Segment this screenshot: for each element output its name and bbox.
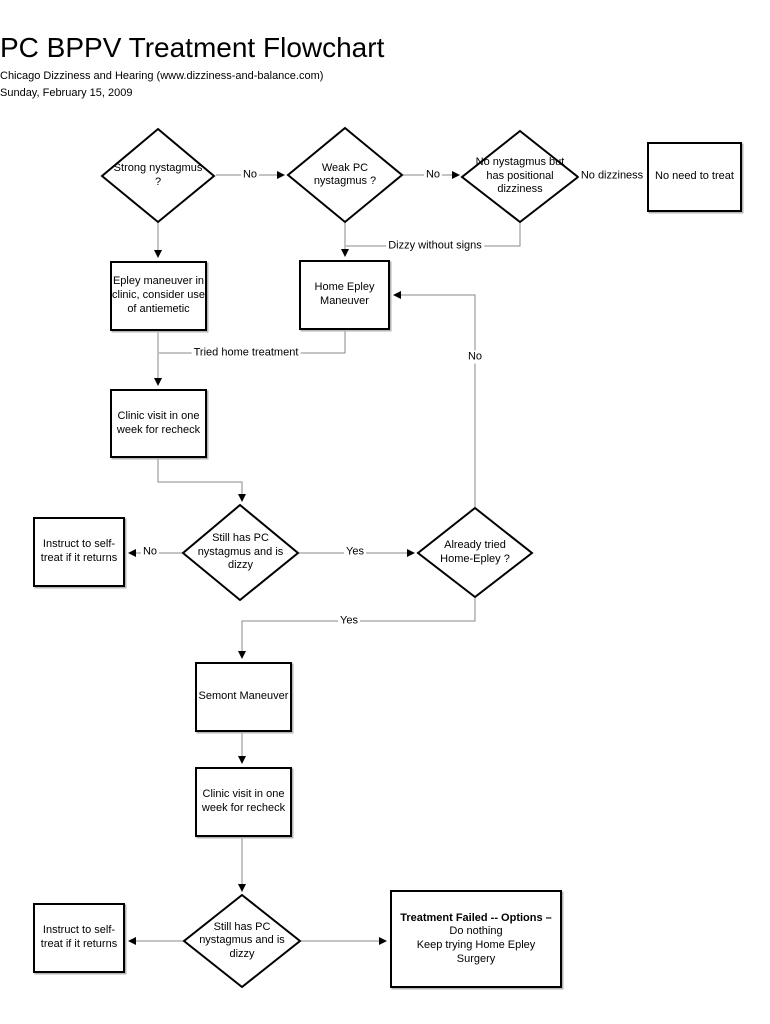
node-line: clinic, consider use [112, 289, 205, 302]
node-line: Instruct to self- [42, 538, 116, 551]
page-subtitle: Chicago Dizziness and Hearing (www.dizzi… [0, 70, 324, 82]
node-line: Semont Maneuver [198, 690, 289, 703]
node-line: week for recheck [201, 802, 286, 814]
node-instruct-self-treat-1: Instruct to self- treat if it returns [33, 517, 125, 587]
edge-label-no-2: No [423, 168, 443, 182]
node-line: Do nothing [449, 925, 503, 938]
edge-label-no-3: No [140, 545, 160, 559]
connector-alreadytried-no-to-homeepley [393, 291, 476, 507]
node-no-need-to-treat: No need to treat [647, 142, 742, 212]
node-instruct-self-treat-2: Instruct to self- treat if it returns [33, 903, 125, 973]
page-date: Sunday, February 15, 2009 [0, 87, 133, 99]
decision-still-nystagmus-1 [181, 503, 300, 602]
decision-already-tried-home-epley [416, 506, 534, 599]
diamond-group [100, 126, 580, 989]
decision-no-nystagmus-positional [460, 129, 580, 224]
node-line: Surgery [456, 952, 496, 965]
node-line: treat if it returns [40, 552, 118, 564]
node-clinic-recheck-2: Clinic visit in one week for recheck [195, 767, 292, 837]
node-line: week for recheck [116, 423, 201, 436]
edge-label-no-dizziness: No dizziness [578, 169, 646, 183]
decision-strong-nystagmus [100, 127, 216, 224]
decision-weak-pc-nystagmus [286, 126, 404, 224]
node-line: Keep trying Home Epley [416, 939, 536, 951]
node-line: No need to treat [655, 170, 734, 183]
connector-group [128, 171, 644, 945]
node-line: Clinic visit in one [117, 409, 200, 422]
edge-label-tried-home-treatment: Tried home treatment [191, 346, 301, 360]
node-line: Home Epley [314, 281, 375, 294]
node-line: of antiemetic [127, 302, 190, 315]
page-title: PC BPPV Treatment Flowchart [0, 32, 385, 63]
edge-label-no-4: No [465, 350, 485, 364]
node-line: Instruct to self- [42, 924, 116, 937]
edge-label-yes-2: Yes [338, 614, 360, 628]
edge-label-dizzy-without-signs: Dizzy without signs [386, 239, 484, 253]
node-treatment-failed: Treatment Failed -- Options – Do nothing… [390, 890, 562, 988]
node-epley-clinic: Epley maneuver in clinic, consider use o… [110, 261, 207, 331]
node-home-epley: Home Epley Maneuver [299, 260, 390, 330]
node-line: treat if it returns [40, 938, 118, 950]
edge-label-no-1: No [240, 168, 260, 182]
connector-clinic1-to-still1 [157, 458, 246, 502]
node-clinic-recheck-1: Clinic visit in one week for recheck [110, 389, 207, 458]
node-semont: Semont Maneuver [195, 662, 292, 732]
edge-label-yes-1: Yes [344, 545, 366, 559]
decision-still-nystagmus-2 [182, 893, 302, 989]
node-line: Clinic visit in one [202, 788, 285, 801]
node-line: Epley maneuver in [112, 275, 205, 288]
node-line: Treatment Failed -- Options – [400, 911, 552, 924]
node-line: Maneuver [320, 295, 369, 307]
connector-alreadytried-yes-to-semont [238, 598, 476, 659]
